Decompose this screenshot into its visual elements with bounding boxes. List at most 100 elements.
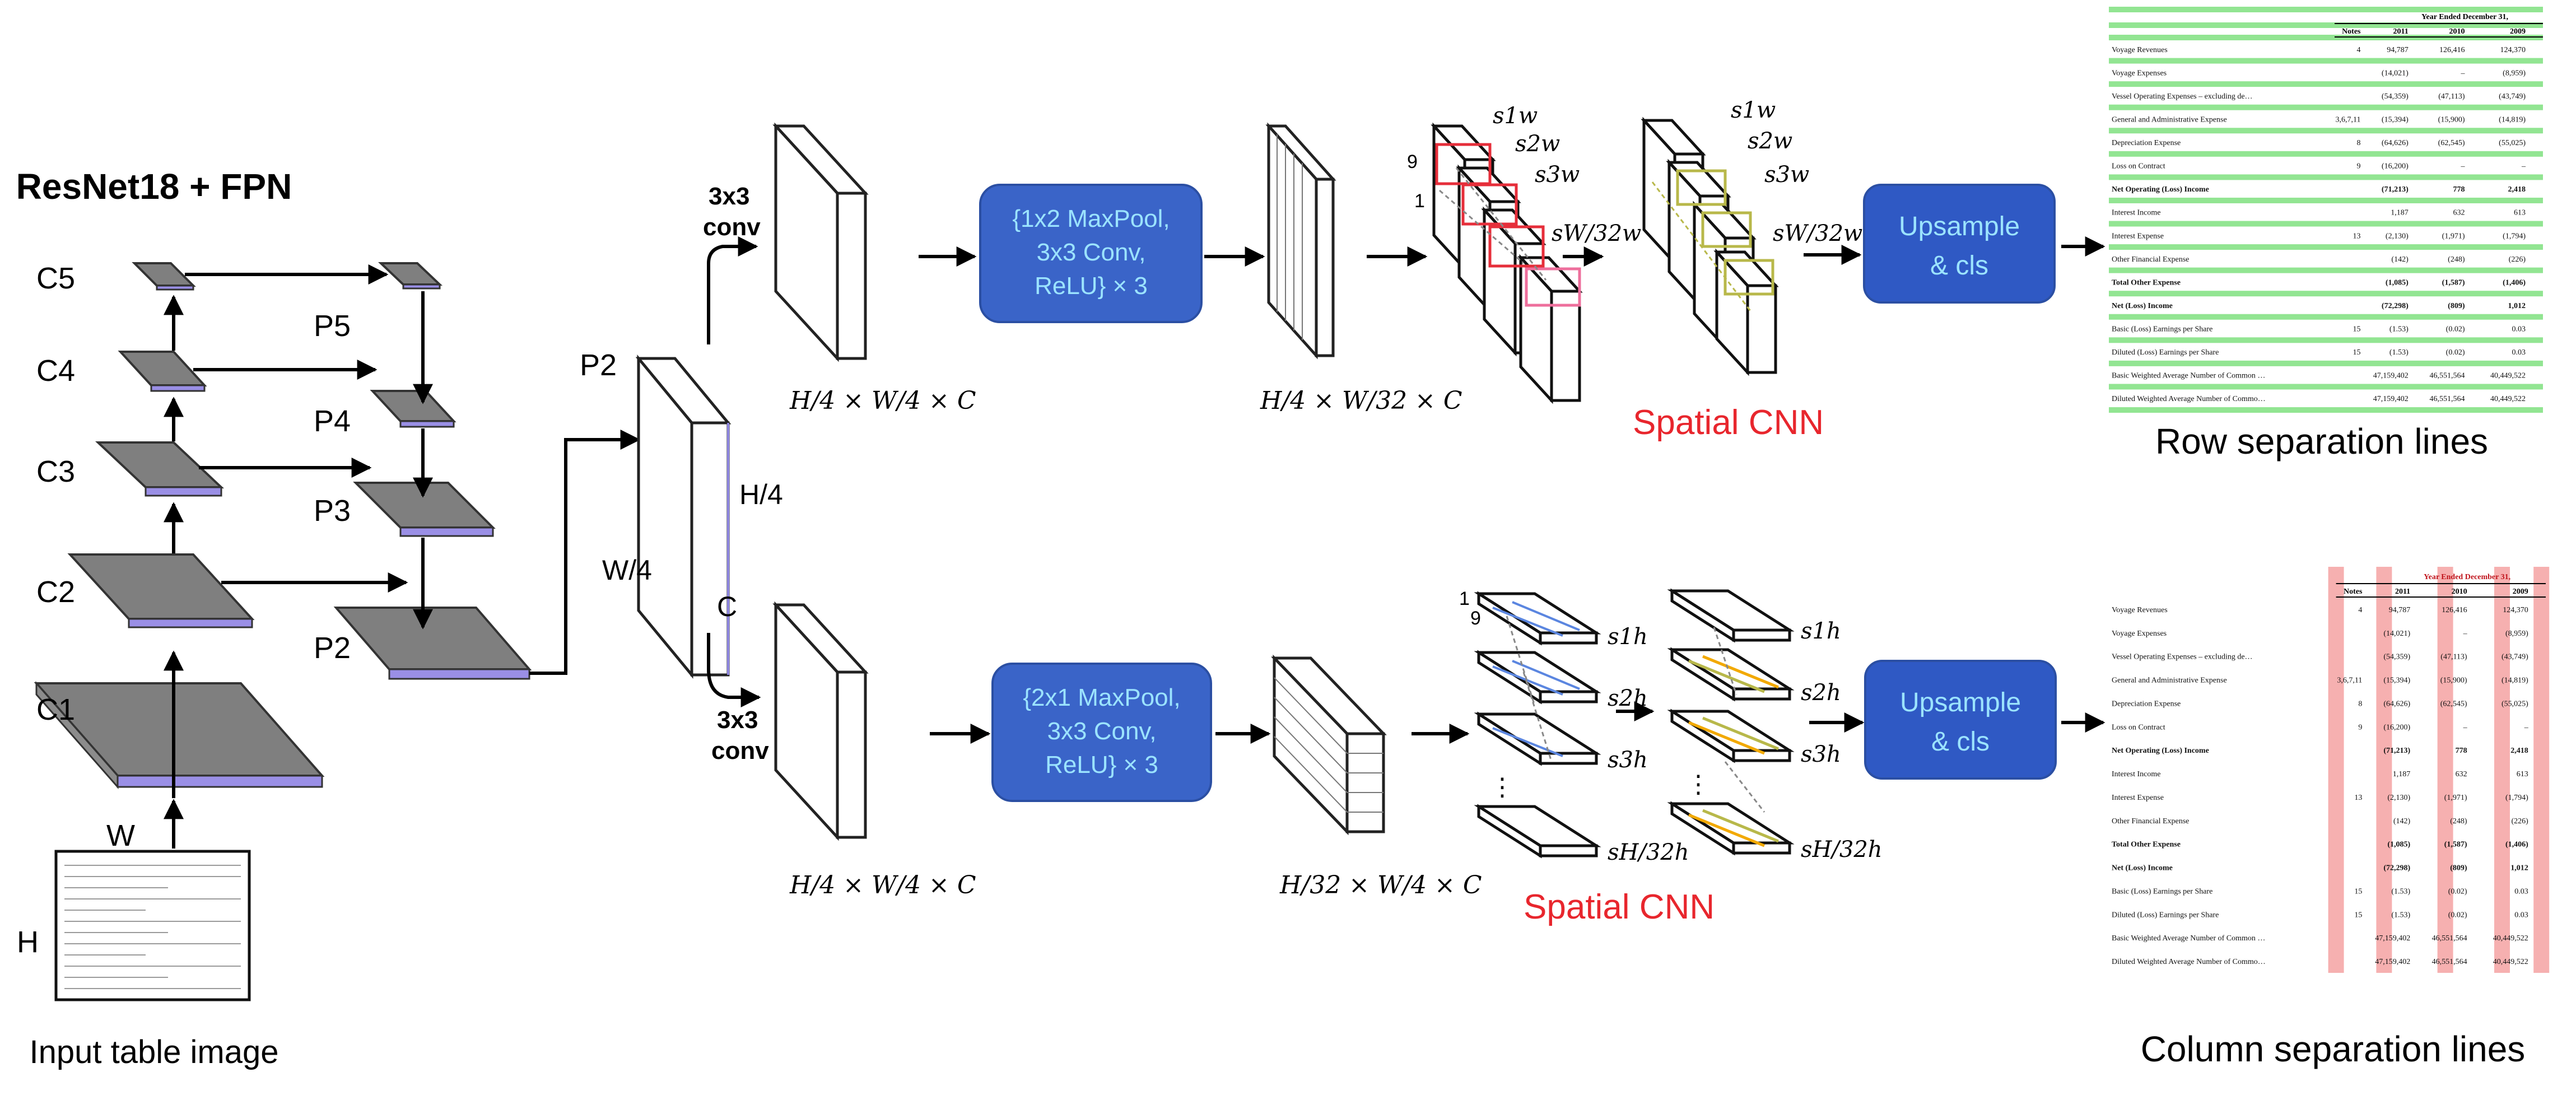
column-separator-line <box>2328 567 2344 973</box>
table-cell: (809) <box>2450 864 2467 873</box>
table-cell: 0.03 <box>2514 887 2528 896</box>
table-row-label: Net (Loss) Income <box>2112 302 2173 310</box>
table-cell: 0.03 <box>2514 911 2528 919</box>
table-cell: 9 <box>2357 162 2361 171</box>
table-row-label: Net Operating (Loss) Income <box>2112 747 2209 755</box>
table-cell: (142) <box>2391 255 2409 264</box>
table-row-label: Other Financial Expense <box>2112 255 2189 264</box>
row-kernel-label-1: 1 <box>1414 190 1425 212</box>
table-column-header: 2010 <box>2449 27 2465 36</box>
column-separator-line <box>2533 567 2550 973</box>
table-cell: 46,551,564 <box>2430 395 2465 403</box>
table-cell: (0.02) <box>2446 325 2465 334</box>
table-row-label: Interest Income <box>2112 209 2160 217</box>
table-cell: 124,370 <box>2500 46 2526 54</box>
table-cell: (55,025) <box>2499 139 2526 147</box>
table-cell: (72,298) <box>2382 302 2409 310</box>
table-row-label: Net (Loss) Income <box>2112 864 2173 873</box>
table-cell: (0.02) <box>2448 887 2467 896</box>
row-slice-out-1: s1w <box>1731 97 1776 123</box>
p4-plate-edge <box>399 420 455 428</box>
row-separator-line <box>2109 291 2543 297</box>
row-scnn-label: Spatial CNN <box>1633 403 1824 442</box>
table-row-label: Diluted (Loss) Earnings per Share <box>2112 348 2219 357</box>
col-scnn-out-lines <box>1688 627 1779 847</box>
col-slice-out-2: s2h <box>1801 680 1841 706</box>
row-separator-line <box>2109 244 2543 250</box>
row-result-caption: Row separation lines <box>2155 421 2488 462</box>
column-separator-line <box>2494 567 2510 973</box>
table-cell: 1,187 <box>2391 209 2409 217</box>
table-cell: 4 <box>2358 606 2362 614</box>
table-cell: – <box>2463 630 2468 638</box>
table-cell: (809) <box>2448 302 2465 310</box>
row-op-box: {1x2 MaxPool, 3x3 Conv, ReLU} × 3 <box>979 184 1203 323</box>
row-separator-line <box>2109 58 2543 64</box>
table-cell: (64,626) <box>2382 139 2409 147</box>
table-cell: 632 <box>2453 209 2465 217</box>
table-cell: (14,021) <box>2383 630 2410 638</box>
p5-plate-edge <box>402 283 441 290</box>
table-column-header: 2009 <box>2513 588 2528 596</box>
table-cell: (8,959) <box>2505 630 2528 638</box>
table-cell: 1,012 <box>2510 864 2528 873</box>
row-slice-out-2: s2w <box>1748 128 1792 154</box>
p2-to-feature-arrow <box>529 430 641 675</box>
table-cell: 0.03 <box>2512 348 2526 357</box>
table-cell: (1,406) <box>2505 841 2528 849</box>
col-op-line-1: {2x1 MaxPool, <box>1023 684 1180 711</box>
row-op-line-1: {1x2 MaxPool, <box>1012 205 1170 232</box>
table-row-label: Loss on Contract <box>2112 162 2165 171</box>
table-cell: 4 <box>2357 46 2361 54</box>
col-dots-in: ⋮ <box>1490 773 1515 801</box>
table-cell: 126,416 <box>2442 606 2467 614</box>
row-separator-line <box>2109 407 2543 413</box>
table-cell: 46,551,564 <box>2430 372 2465 380</box>
row-slice-in-n: sW/32w <box>1552 221 1641 246</box>
row-kernel-label-9: 9 <box>1407 151 1418 173</box>
col-result-caption: Column separation lines <box>2141 1029 2526 1069</box>
table-cell: (71,213) <box>2383 747 2410 755</box>
row-slice-in-1: s1w <box>1493 103 1538 129</box>
table-cell: (1,406) <box>2503 278 2526 287</box>
c4-plate-edge <box>150 384 206 392</box>
table-cell: (1,971) <box>2442 232 2465 240</box>
col-op-line-2: 3x3 Conv, <box>1047 717 1157 745</box>
row-feature-cube-1 <box>772 122 869 362</box>
table-cell: 15 <box>2354 911 2362 919</box>
table-cell: (47,113) <box>2438 92 2465 101</box>
table-header-span: Year Ended December 31, <box>2421 13 2508 21</box>
col-feature-cube-1 <box>772 601 869 841</box>
table-cell: 47,159,402 <box>2375 958 2410 966</box>
p2-feature-block: P2 H/4 W/4 C <box>580 348 783 679</box>
table-cell: 47,159,402 <box>2373 395 2409 403</box>
table-cell: (15,394) <box>2383 677 2410 685</box>
c3-plate-edge <box>145 486 222 497</box>
lateral-arrows <box>185 264 408 593</box>
table-row-label: Depreciation Expense <box>2112 139 2181 147</box>
col-op-box: {2x1 MaxPool, 3x3 Conv, ReLU} × 3 <box>991 663 1212 802</box>
table-cell: – <box>2524 723 2529 731</box>
row-slice-out-3: s3w <box>1764 162 1809 188</box>
table-cell: (1,794) <box>2505 794 2528 802</box>
col-conv-label-1: 3x3 <box>717 706 758 734</box>
row-op-line-2: 3x3 Conv, <box>1037 239 1146 266</box>
col-slice-in-1: s1h <box>1608 624 1648 650</box>
table-column-header: Notes <box>2344 588 2363 596</box>
table-cell: 778 <box>2453 185 2465 194</box>
table-cell: (0.02) <box>2446 348 2465 357</box>
col-op-line-3: ReLU} × 3 <box>1045 751 1158 779</box>
row-separator-line <box>2109 360 2543 366</box>
table-cell: 94,787 <box>2387 46 2409 54</box>
table-cell: 124,370 <box>2503 606 2528 614</box>
col-feature-dim-1: H/4 × W/4 × C <box>789 871 976 899</box>
p2-output-label: P2 <box>580 348 617 382</box>
table-cell: 3,6,7,11 <box>2336 115 2361 124</box>
table-cell: (64,626) <box>2383 700 2410 708</box>
table-cell: (43,749) <box>2499 92 2526 101</box>
row-separator-line <box>2109 81 2543 87</box>
p2-plate <box>333 607 532 670</box>
table-cell: 47,159,402 <box>2373 372 2409 380</box>
col-upsample-box: Upsample & cls <box>1864 660 2057 780</box>
table-row-label: Basic (Loss) Earnings per Share <box>2112 325 2212 334</box>
